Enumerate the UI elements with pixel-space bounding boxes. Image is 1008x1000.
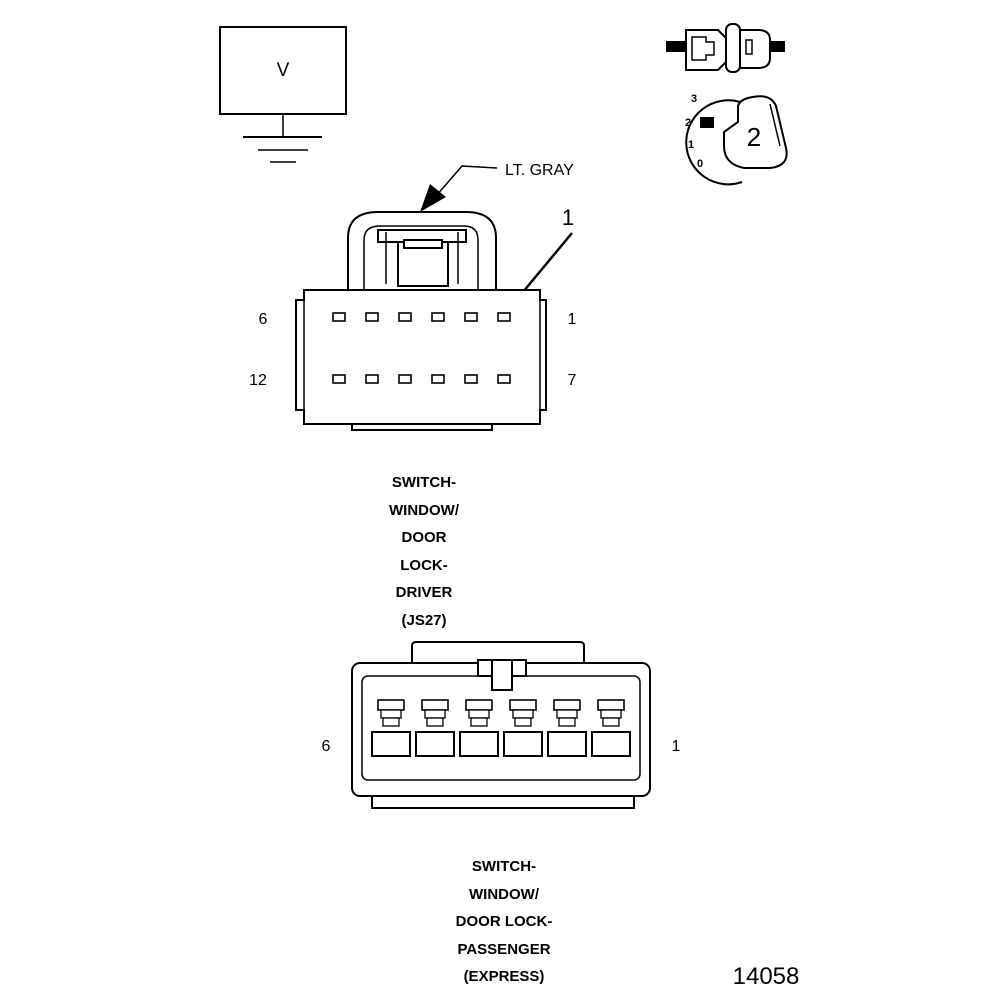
passenger-pin-label-1: 1 [672, 738, 681, 755]
ground-box-label: V [277, 60, 290, 81]
ground-box [219, 26, 347, 163]
driver-connector [295, 211, 547, 431]
driver-caption-line: (JS27) [401, 611, 447, 629]
driver-caption-line: SWITCH- [391, 474, 457, 491]
key-position-2: 2 [685, 117, 691, 129]
pin-callout-label: 1 [562, 205, 574, 230]
passenger-caption-line: SWITCH- [471, 858, 537, 875]
color-callout-label: LT. GRAY [505, 162, 574, 179]
driver-pin-label-12: 12 [249, 372, 267, 389]
figure-number: 14058 [733, 963, 800, 990]
driver-pin-label-7: 7 [568, 372, 577, 389]
terminal-icon [666, 23, 785, 73]
passenger-caption-line: DOOR LOCK- [455, 913, 553, 930]
passenger-pin-label-6: 6 [322, 738, 331, 755]
passenger-caption-line: WINDOW/ [469, 885, 539, 903]
key-position-3: 3 [691, 93, 697, 105]
driver-caption-line: DRIVER [395, 584, 453, 601]
driver-pin-cavities [332, 312, 511, 384]
driver-pin-label-1: 1 [568, 311, 577, 328]
passenger-connector-caption: SWITCH- WINDOW/ DOOR LOCK- PASSENGER (EX… [420, 853, 588, 991]
driver-caption-line: LOCK- [400, 556, 448, 574]
key-position-1: 1 [688, 139, 694, 151]
key-number-label: 2 [747, 122, 761, 152]
driver-connector-caption: SWITCH- WINDOW/ DOOR LOCK- DRIVER (JS27) [340, 469, 508, 634]
key-dial-icon [685, 95, 788, 186]
passenger-connector [351, 641, 651, 809]
driver-caption-line: DOOR [401, 529, 447, 546]
passenger-pin-cavities [371, 699, 631, 757]
passenger-caption-line: (EXPRESS) [463, 968, 545, 985]
passenger-caption-line: PASSENGER [457, 940, 551, 958]
key-position-0: 0 [697, 158, 703, 170]
driver-pin-label-6: 6 [259, 311, 268, 328]
driver-caption-line: WINDOW/ [389, 501, 459, 519]
color-callout-arrow [420, 165, 498, 212]
